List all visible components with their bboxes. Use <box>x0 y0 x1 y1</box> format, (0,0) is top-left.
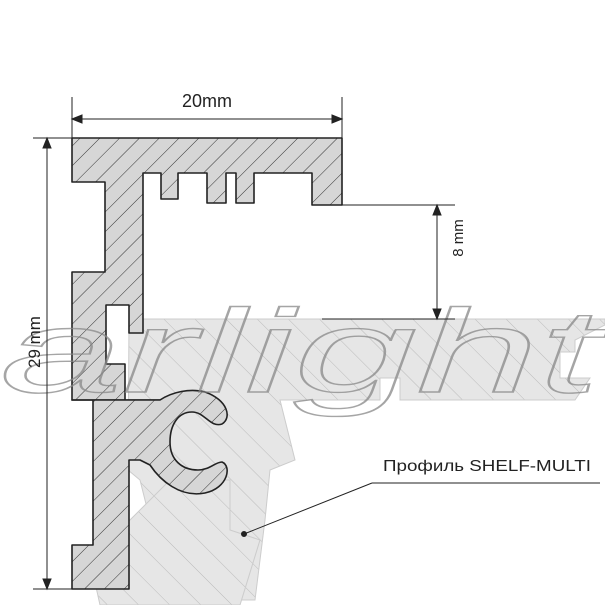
gap-label: 8 mm <box>450 219 467 257</box>
width-label: 20mm <box>182 91 232 111</box>
callout-leader <box>241 482 600 537</box>
width-dimension <box>70 97 344 138</box>
height-dimension <box>33 136 72 591</box>
callout-label: Профиль SHELF-MULTI <box>383 458 591 475</box>
watermark: arlight <box>0 286 605 418</box>
gap-dimension <box>322 203 455 321</box>
background-profile <box>89 318 605 605</box>
height-label: 29 mm <box>25 316 44 368</box>
